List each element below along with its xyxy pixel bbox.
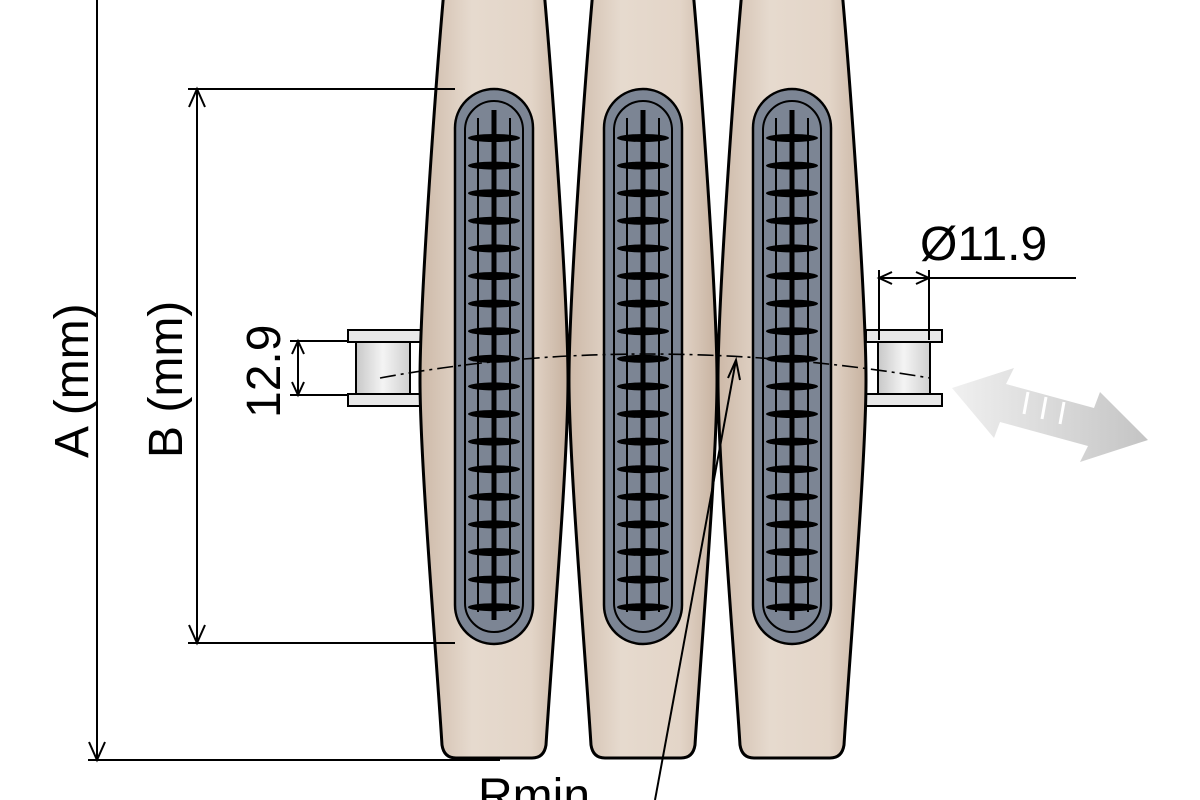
window-rib bbox=[766, 299, 818, 308]
window-rib bbox=[468, 520, 520, 529]
window-rib bbox=[468, 437, 520, 446]
right-pin bbox=[865, 329, 943, 407]
window-rib bbox=[468, 161, 520, 170]
window-rib bbox=[617, 437, 669, 446]
dimension-a-label: A (mm) bbox=[46, 303, 99, 458]
window-rib bbox=[766, 161, 818, 170]
window-rib bbox=[766, 354, 818, 363]
window-rib bbox=[617, 354, 669, 363]
plate-window-rim bbox=[613, 100, 673, 633]
left-pin bbox=[347, 329, 423, 407]
window-rib bbox=[617, 465, 669, 474]
window-rib bbox=[617, 603, 669, 612]
window-rib bbox=[617, 134, 669, 142]
window-rib bbox=[766, 520, 818, 529]
window-rib bbox=[468, 548, 520, 556]
window-rib bbox=[617, 161, 669, 170]
dimension-pin-diameter-label: Ø11.9 bbox=[920, 218, 1047, 271]
radius-leader: Rmin bbox=[478, 356, 741, 800]
window-rib bbox=[766, 244, 818, 253]
window-rib bbox=[766, 216, 818, 225]
window-rib bbox=[766, 327, 818, 336]
window-rib bbox=[766, 410, 818, 418]
window-rib bbox=[617, 410, 669, 418]
window-rib bbox=[617, 244, 669, 253]
window-rib bbox=[617, 520, 669, 529]
chain-plate bbox=[716, 0, 868, 760]
window-rib bbox=[468, 244, 520, 253]
radius-label: Rmin bbox=[478, 770, 590, 800]
window-rib bbox=[617, 492, 669, 501]
window-rib bbox=[766, 437, 818, 446]
window-rib bbox=[468, 410, 520, 418]
window-rib bbox=[468, 382, 520, 391]
window-rib bbox=[617, 327, 669, 336]
dimension-pitch-label: 12.9 bbox=[238, 325, 291, 418]
double-arrow-icon bbox=[952, 368, 1148, 462]
window-rib bbox=[468, 492, 520, 501]
window-rib bbox=[617, 382, 669, 391]
window-rib bbox=[766, 134, 818, 142]
window-rib bbox=[468, 575, 520, 584]
window-rib bbox=[468, 189, 520, 198]
dimension-b-label: B (mm) bbox=[140, 301, 193, 458]
window-rib bbox=[468, 327, 520, 336]
window-rib bbox=[617, 272, 669, 280]
bend-centerline bbox=[379, 353, 931, 379]
window-rib bbox=[617, 575, 669, 584]
dimension-a: A (mm) bbox=[46, 0, 500, 763]
window-rib bbox=[617, 299, 669, 308]
window-rib bbox=[468, 216, 520, 225]
window-rib bbox=[766, 603, 818, 612]
window-rib bbox=[468, 603, 520, 612]
window-rib bbox=[766, 492, 818, 501]
plate-window-rim bbox=[762, 100, 822, 633]
plate-window-rim bbox=[464, 100, 524, 633]
window-rib bbox=[468, 272, 520, 280]
window-rib bbox=[766, 189, 818, 198]
window-rib bbox=[766, 575, 818, 584]
window-rib bbox=[617, 189, 669, 198]
chain-plate bbox=[567, 0, 719, 760]
window-rib bbox=[468, 465, 520, 474]
window-rib bbox=[468, 299, 520, 308]
chain-plates bbox=[418, 0, 868, 760]
chain-plate bbox=[418, 0, 570, 760]
window-rib bbox=[766, 465, 818, 474]
window-rib bbox=[617, 216, 669, 225]
window-rib bbox=[617, 548, 669, 556]
window-rib bbox=[468, 134, 520, 142]
window-rib bbox=[766, 548, 818, 556]
window-rib bbox=[766, 272, 818, 280]
dimension-pitch: 12.9 bbox=[238, 325, 348, 418]
dimension-b: B (mm) bbox=[140, 86, 455, 646]
window-rib bbox=[468, 354, 520, 363]
window-rib bbox=[766, 382, 818, 391]
dimension-pin-diameter: Ø11.9 bbox=[876, 218, 1076, 340]
